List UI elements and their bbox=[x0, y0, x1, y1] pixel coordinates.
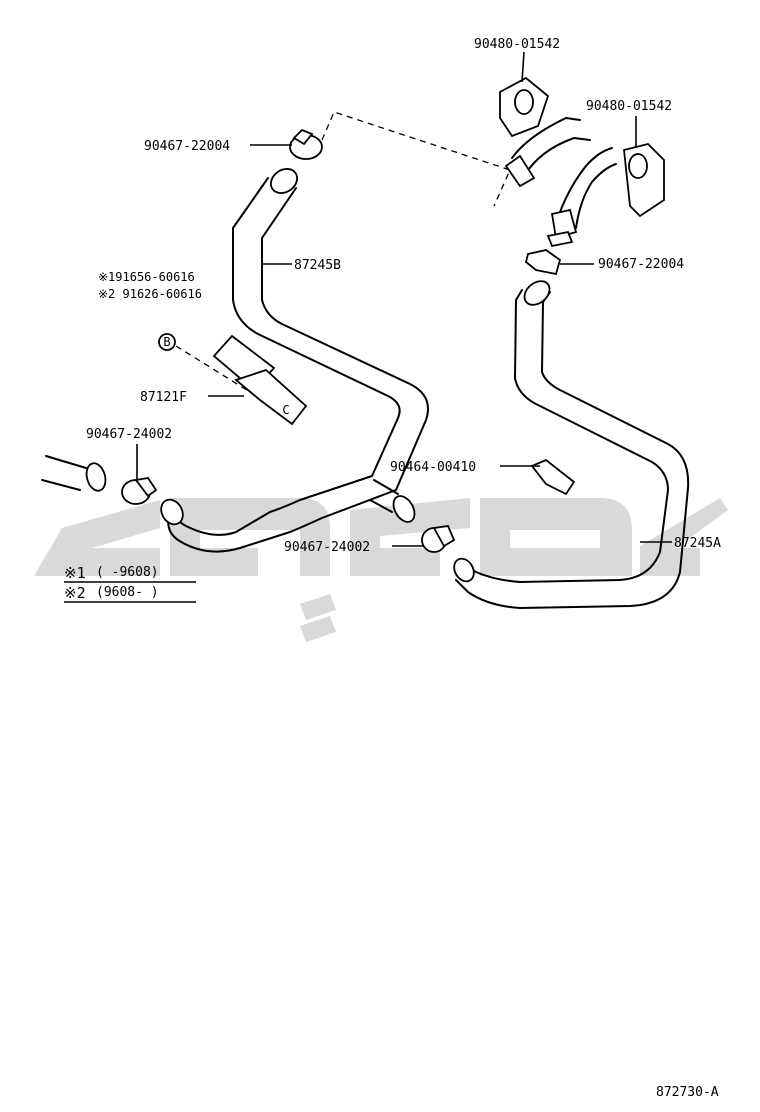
legend-row2-range: (9608- ) bbox=[96, 585, 159, 600]
upper-hose-segment bbox=[504, 117, 617, 248]
bracket-icon bbox=[212, 334, 308, 426]
variant-legend: ※1 ( -9608) ※2 (9608- ) bbox=[64, 564, 196, 603]
callout-b: B bbox=[158, 333, 176, 351]
clamp-center-lower-icon bbox=[421, 525, 456, 553]
label-hose-b: 87245B bbox=[294, 258, 341, 273]
clamp-right-upper-icon bbox=[524, 249, 562, 276]
leader-lines bbox=[136, 51, 672, 547]
label-clamp-top-left: 90467-22004 bbox=[144, 139, 230, 154]
legend-row2-mark: ※2 bbox=[64, 584, 86, 602]
legend-row1-mark: ※1 bbox=[64, 564, 86, 582]
label-grommet-top: 90480-01542 bbox=[474, 37, 560, 52]
grommet-right-icon bbox=[623, 143, 665, 218]
pipe-stub-left bbox=[41, 455, 107, 492]
callout-c: C bbox=[282, 403, 289, 417]
part-labels: 90480-01542 90480-01542 90467-22004 9046… bbox=[86, 37, 721, 555]
label-hose-a: 87245A bbox=[674, 536, 721, 551]
label-bracket: 87121F bbox=[140, 390, 187, 405]
grommet-top-icon bbox=[499, 76, 550, 138]
label-clamp-right-upper: 90467-22004 bbox=[598, 257, 684, 272]
label-clamp-center-lower: 90467-24002 bbox=[284, 540, 370, 555]
legend-row1-range: ( -9608) bbox=[96, 565, 159, 580]
label-clip-var1: ※191656-60616 bbox=[98, 270, 195, 284]
svg-text:B: B bbox=[163, 335, 170, 349]
label-clip-center: 90464-00410 bbox=[390, 460, 476, 475]
label-clamp-left-lower: 90467-24002 bbox=[86, 427, 172, 442]
clamp-top-left-icon bbox=[289, 128, 323, 160]
dashed-leader-clip-b bbox=[175, 345, 251, 393]
pipe-stub-center bbox=[369, 479, 416, 523]
clip-center-icon bbox=[530, 458, 576, 496]
clamp-left-lower-icon bbox=[121, 477, 158, 505]
dashed-leader-upper bbox=[321, 111, 511, 207]
label-clip-var2: ※2 91626-60616 bbox=[98, 287, 202, 301]
svg-text:C: C bbox=[282, 403, 289, 417]
hose-87245b bbox=[160, 168, 429, 553]
diagram-code: 872730-A bbox=[656, 1085, 719, 1100]
hose-87245a bbox=[453, 280, 690, 609]
label-grommet-right: 90480-01542 bbox=[586, 99, 672, 114]
